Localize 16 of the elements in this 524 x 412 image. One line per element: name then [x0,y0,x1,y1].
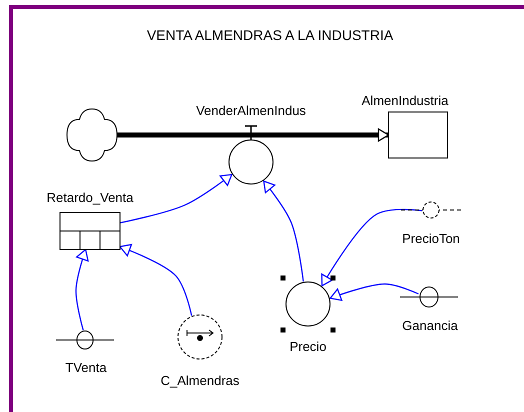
flow-pipe [117,128,390,142]
variable-label: AlmenIndustria [362,93,448,108]
variable-label: VenderAlmenIndus [196,103,306,118]
connector-arrow [321,208,422,286]
connector-arrow [263,180,304,282]
variable-label: Retardo_Venta [46,190,134,205]
connector-arrow [330,283,419,301]
connector-arrow [119,244,192,316]
variable-label: Precio [290,339,326,354]
variable-label: C_Almendras [160,373,240,388]
variable-label: TVenta [65,360,107,375]
variable-label: PrecioTon [402,231,460,246]
connector-arrow [120,174,232,224]
variable-label: Ganancia [402,318,458,333]
diagram-title: VENTA ALMENDRAS A LA INDUSTRIA [146,27,394,43]
connector-arrow [75,248,89,330]
